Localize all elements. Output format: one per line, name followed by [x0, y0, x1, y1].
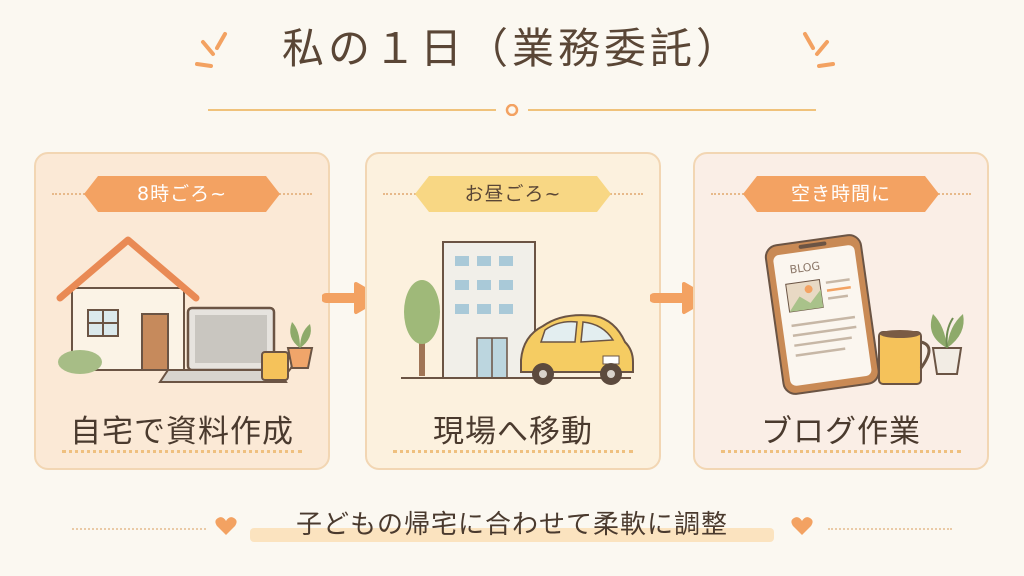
title-area: 私の１日（業務委託）	[0, 22, 1024, 77]
step-caption: 自宅で資料作成	[70, 414, 294, 450]
footer-note: 子どもの帰宅に合わせて柔軟に調整	[295, 510, 728, 540]
house-icon	[56, 236, 200, 374]
tree-icon	[404, 280, 440, 376]
step-card-site: お昼ごろ~ 現場へ移動	[365, 152, 661, 470]
home-laptop-illustration	[56, 236, 314, 383]
smartphone-icon: BLOG	[764, 234, 880, 395]
plant-icon	[286, 322, 314, 369]
plant-icon	[930, 314, 964, 375]
mug-icon	[878, 330, 931, 385]
heart-icon	[791, 517, 813, 535]
laptop-icon	[158, 306, 288, 383]
heart-icon	[215, 517, 237, 535]
sparkle-left-icon	[195, 32, 227, 68]
step-card-home: 8時ごろ~ 自宅で資料作成	[34, 152, 330, 470]
time-ribbon: お昼ごろ~	[415, 176, 611, 212]
time-ribbon: 8時ごろ~	[84, 176, 280, 212]
car-icon	[520, 314, 634, 385]
step-caption: 現場へ移動	[433, 414, 593, 450]
sparkle-right-icon	[803, 32, 835, 68]
time-ribbon: 空き時間に	[743, 176, 939, 212]
step-card-blog: 空き時間に BLOG ブロ	[693, 152, 989, 470]
page-title: 私の１日（業務委託）	[281, 24, 742, 73]
title-divider	[208, 104, 816, 116]
phone-blog-illustration: BLOG	[764, 234, 964, 395]
mug-icon	[261, 351, 294, 381]
blog-screen-label: BLOG	[789, 259, 821, 276]
step-caption: ブログ作業	[761, 414, 921, 450]
building-icon	[442, 241, 536, 379]
building-car-illustration	[401, 241, 634, 385]
